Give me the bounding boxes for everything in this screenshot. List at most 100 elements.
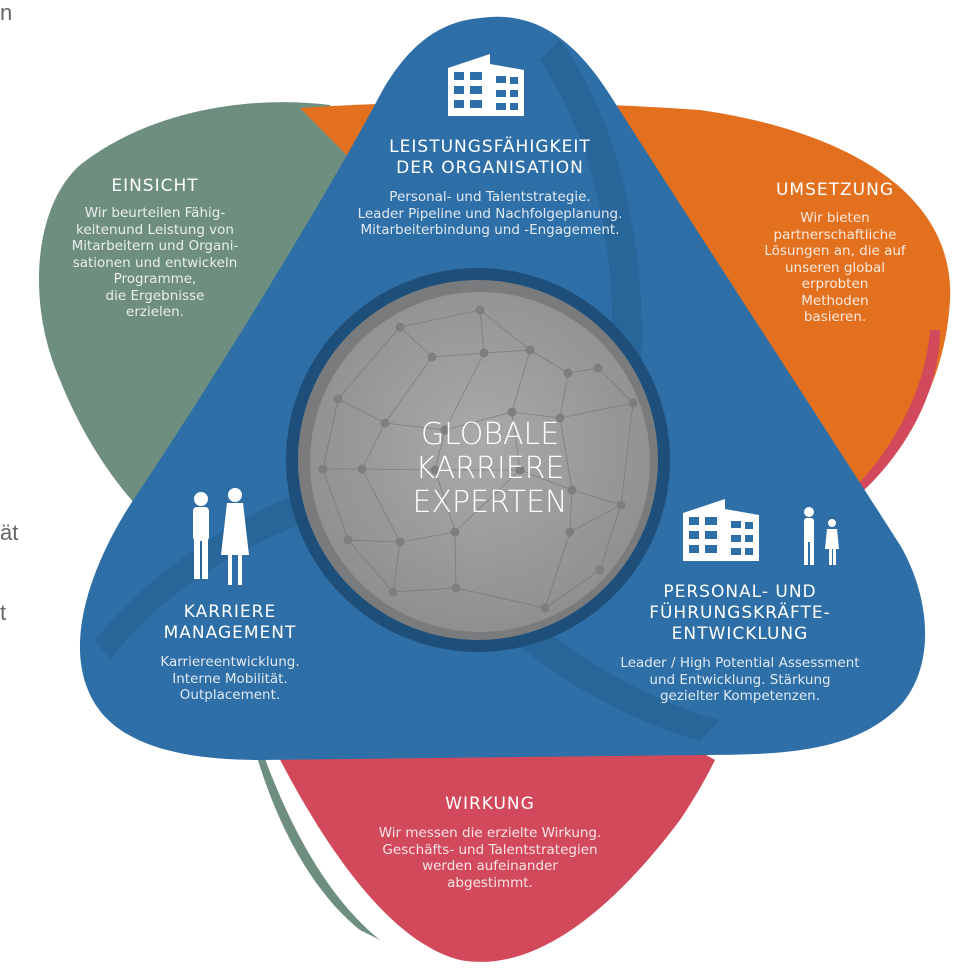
network-link bbox=[384, 422, 446, 431]
network-link bbox=[399, 531, 456, 543]
network-link bbox=[444, 411, 513, 431]
einsicht-body: Wir beurteilen Fähig- keitenund Leistung… bbox=[71, 205, 239, 320]
wirkung-body: Wir messen die erzielte Wirkung. Geschäf… bbox=[378, 825, 602, 891]
network-node bbox=[616, 500, 626, 510]
network-node bbox=[565, 527, 575, 537]
network-link bbox=[392, 587, 457, 593]
karriere-block: KARRIERE MANAGEMENT Karriereentwicklung.… bbox=[120, 602, 340, 704]
network-link bbox=[337, 398, 386, 424]
network-link bbox=[361, 468, 436, 471]
network-node bbox=[628, 398, 638, 408]
umsetzung-block: UMSETZUNG Wir bieten partnerschaftliche … bbox=[735, 180, 935, 326]
network-link bbox=[544, 569, 601, 609]
network-node bbox=[395, 537, 405, 547]
network-link bbox=[483, 349, 531, 354]
network-link bbox=[434, 429, 446, 471]
network-link bbox=[544, 531, 571, 609]
organisation-title: LEISTUNGSFÄHIGKEIT DER ORGANISATION bbox=[389, 137, 591, 178]
network-node bbox=[515, 465, 525, 475]
center-title: GLOBALE KARRIERE EXPERTEN bbox=[412, 417, 568, 520]
network-node bbox=[563, 368, 573, 378]
network-node bbox=[388, 587, 398, 597]
network-node bbox=[555, 413, 565, 423]
people-small-icon bbox=[804, 507, 839, 565]
network-graph bbox=[318, 305, 638, 613]
network-link bbox=[322, 398, 339, 470]
network-link bbox=[455, 587, 546, 609]
network-link bbox=[337, 326, 401, 400]
network-link bbox=[599, 504, 622, 571]
network-link bbox=[620, 402, 634, 506]
network-node bbox=[595, 565, 605, 575]
network-node bbox=[540, 603, 550, 613]
network-node bbox=[525, 345, 535, 355]
network-link bbox=[511, 411, 561, 419]
swirl-top bbox=[540, 40, 642, 390]
network-link bbox=[479, 309, 531, 351]
network-link bbox=[511, 349, 531, 413]
umsetzung-body: Wir bieten partnerschaftliche Lösungen a… bbox=[764, 210, 906, 325]
umsetzung-title: UMSETZUNG bbox=[775, 180, 894, 200]
wirkung-title: WIRKUNG bbox=[445, 794, 535, 814]
network-node bbox=[318, 464, 328, 474]
network-node bbox=[343, 535, 353, 545]
network-link bbox=[431, 352, 485, 358]
network-node bbox=[440, 425, 450, 435]
network-link bbox=[444, 352, 485, 431]
network-node bbox=[567, 485, 577, 495]
network-node bbox=[507, 407, 517, 417]
network-link bbox=[361, 422, 386, 470]
network-link bbox=[559, 372, 569, 419]
network-node bbox=[475, 305, 485, 315]
entwicklung-title: PERSONAL- UND FÜHRUNGSKRÄFTE- ENTWICKLUN… bbox=[649, 582, 831, 644]
network-link bbox=[569, 504, 622, 533]
entwicklung-block: PERSONAL- UND FÜHRUNGSKRÄFTE- ENTWICKLUN… bbox=[585, 582, 895, 705]
fragment-side-b: t bbox=[0, 600, 7, 625]
network-link bbox=[384, 356, 433, 424]
fragment-side-a: ät bbox=[0, 520, 19, 545]
network-link bbox=[567, 367, 599, 374]
karriere-title: KARRIERE MANAGEMENT bbox=[163, 602, 297, 643]
network-node bbox=[450, 527, 460, 537]
petal-umsetzung-edge bbox=[835, 330, 940, 510]
network-node bbox=[430, 465, 440, 475]
network-link bbox=[529, 349, 569, 374]
entwicklung-body: Leader / High Potential Assessment und E… bbox=[620, 655, 860, 704]
network-link bbox=[392, 541, 401, 593]
network-node bbox=[479, 348, 489, 358]
network-link bbox=[511, 411, 521, 471]
network-link bbox=[559, 402, 634, 419]
organisation-block: LEISTUNGSFÄHIGKEIT DER ORGANISATION Pers… bbox=[330, 137, 650, 239]
network-node bbox=[451, 583, 461, 593]
network-node bbox=[357, 464, 367, 474]
karriere-body: Karriereentwicklung. Interne Mobilität. … bbox=[160, 654, 300, 703]
network-link bbox=[322, 468, 349, 541]
building-icon-2 bbox=[683, 499, 759, 561]
network-link bbox=[519, 469, 573, 491]
network-link bbox=[347, 539, 401, 543]
network-link bbox=[571, 489, 622, 506]
network-link bbox=[559, 417, 573, 491]
network-link bbox=[454, 469, 521, 533]
building-icon bbox=[448, 54, 524, 116]
network-link bbox=[454, 531, 457, 589]
network-node bbox=[395, 322, 405, 332]
network-link bbox=[399, 309, 481, 328]
network-node bbox=[380, 418, 390, 428]
network-link bbox=[399, 326, 433, 358]
einsicht-title: EINSICHT bbox=[111, 176, 199, 196]
network-link bbox=[569, 489, 573, 533]
wirkung-block: WIRKUNG Wir messen die erzielte Wirkung.… bbox=[330, 794, 650, 891]
network-link bbox=[347, 539, 394, 593]
network-node bbox=[333, 394, 343, 404]
network-link bbox=[479, 309, 485, 354]
einsicht-block: EINSICHT Wir beurteilen Fähig- keitenund… bbox=[50, 176, 260, 321]
network-node bbox=[427, 352, 437, 362]
organisation-body: Personal- und Talentstrategie. Leader Pi… bbox=[357, 189, 623, 238]
network-link bbox=[597, 367, 634, 404]
fragment-top: n bbox=[0, 0, 13, 25]
network-node bbox=[593, 363, 603, 373]
network-link bbox=[434, 469, 456, 533]
